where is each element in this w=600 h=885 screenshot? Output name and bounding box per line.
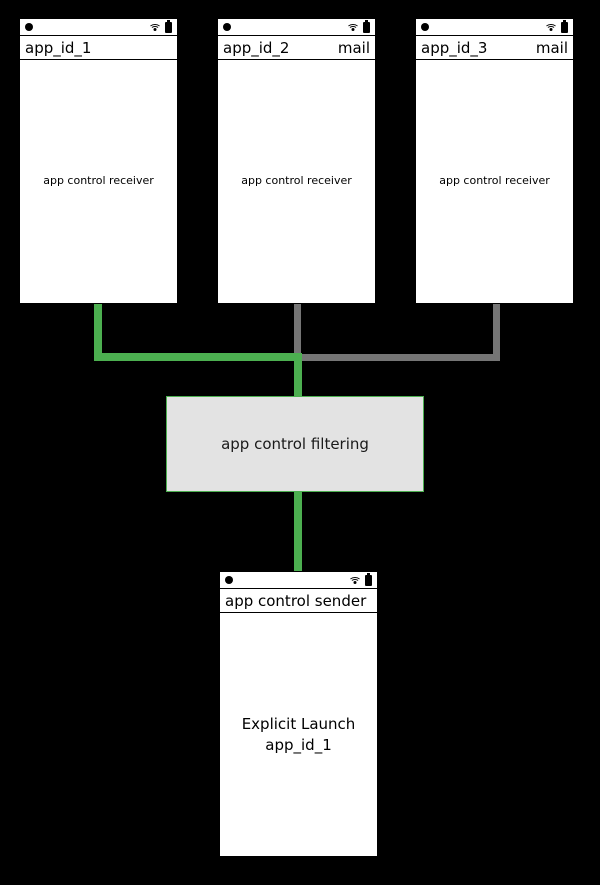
device-title-bar: app_id_1 xyxy=(20,36,177,60)
status-bar xyxy=(20,19,177,36)
device-app-id-2[interactable]: app_id_2 mail app control receiver xyxy=(217,18,376,304)
wifi-icon xyxy=(148,23,162,32)
device-app-id-3[interactable]: app_id_3 mail app control receiver xyxy=(415,18,574,304)
battery-icon xyxy=(365,572,372,586)
device-screen-content: Explicit Launch app_id_1 xyxy=(220,613,377,856)
wifi-icon xyxy=(544,23,558,32)
filter-node-label: app control filtering xyxy=(221,435,369,453)
device-title-bar: app_id_3 mail xyxy=(416,36,573,60)
wifi-icon xyxy=(346,23,360,32)
dot-icon xyxy=(421,23,429,31)
device-title-left: app_id_1 xyxy=(25,38,92,57)
edge-green-to-filter xyxy=(294,353,302,398)
device-title-right: mail xyxy=(337,38,370,57)
status-bar xyxy=(416,19,573,36)
status-icons xyxy=(148,19,172,33)
device-title-left: app control sender xyxy=(225,591,367,610)
dot-icon xyxy=(223,23,231,31)
status-icons xyxy=(348,572,372,586)
edge-filter-to-sender xyxy=(294,491,302,573)
status-icons xyxy=(346,19,370,33)
device-title-right: mail xyxy=(535,38,568,57)
wifi-icon xyxy=(348,576,362,585)
app-control-filtering-node[interactable]: app control filtering xyxy=(166,396,424,492)
device-title-bar: app control sender xyxy=(220,589,377,613)
edge-app-id-2-vertical xyxy=(294,303,301,358)
status-icons xyxy=(544,19,568,33)
device-title-left: app_id_3 xyxy=(421,38,488,57)
dot-icon xyxy=(225,576,233,584)
edge-green-horizontal-bus xyxy=(94,353,302,361)
battery-icon xyxy=(165,19,172,33)
status-bar xyxy=(218,19,375,36)
device-title-bar: app_id_2 mail xyxy=(218,36,375,60)
device-app-id-1[interactable]: app_id_1 app control receiver xyxy=(19,18,178,304)
device-screen-content: app control receiver xyxy=(218,60,375,303)
sender-body-line-2: app_id_1 xyxy=(265,735,332,754)
edge-app-id-1-vertical xyxy=(94,303,102,361)
status-bar xyxy=(220,572,377,589)
battery-icon xyxy=(561,19,568,33)
device-screen-content: app control receiver xyxy=(20,60,177,303)
device-title-left: app_id_2 xyxy=(223,38,290,57)
battery-icon xyxy=(363,19,370,33)
edge-app-id-3-vertical xyxy=(493,303,500,358)
edge-gray-horizontal-bus xyxy=(294,354,500,361)
dot-icon xyxy=(25,23,33,31)
sender-body-line-1: Explicit Launch xyxy=(241,714,356,733)
device-app-control-sender[interactable]: app control sender Explicit Launch app_i… xyxy=(219,571,378,857)
device-screen-content: app control receiver xyxy=(416,60,573,303)
